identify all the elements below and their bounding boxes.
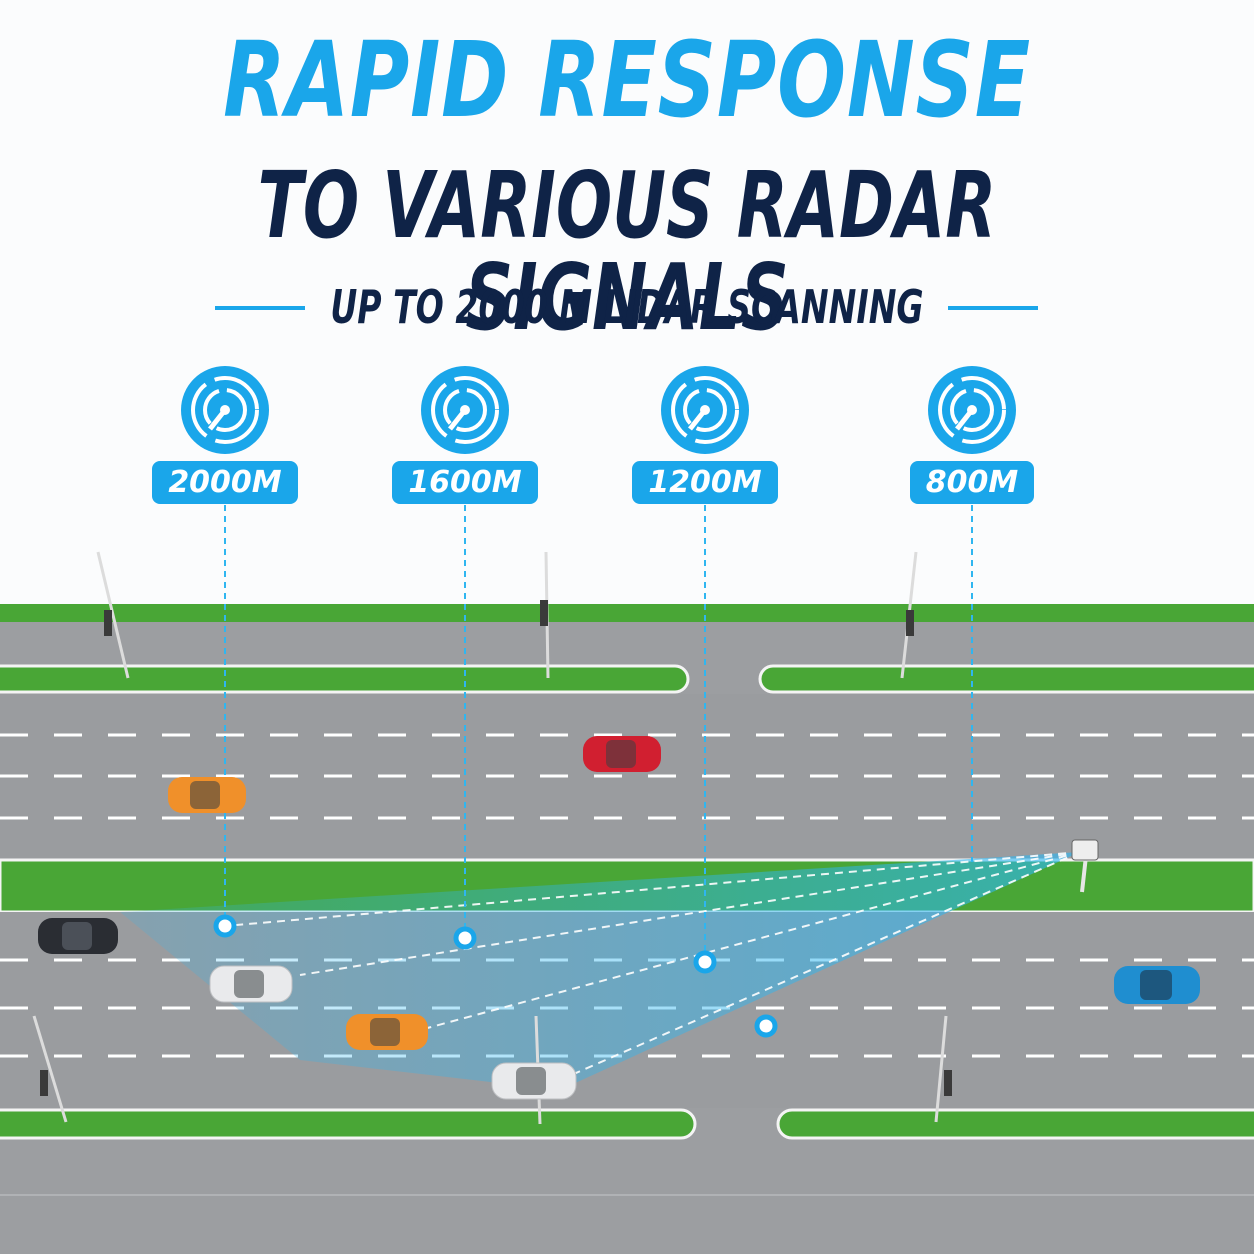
median-bottom-left xyxy=(0,1108,697,1140)
car-white-1 xyxy=(209,965,293,1003)
sign-post xyxy=(32,1015,68,1123)
radar-icon xyxy=(181,366,269,454)
car-blue xyxy=(1114,966,1200,1004)
tagline: UP TO 2000 M LIDAR SCANNING xyxy=(330,280,924,334)
tagline-row: UP TO 2000 M LIDAR SCANNING xyxy=(0,282,1254,332)
range-marker-1600: 1600M xyxy=(365,365,565,504)
range-point-1200 xyxy=(693,950,717,974)
car-orange-lower xyxy=(346,1014,428,1050)
range-point-1600 xyxy=(453,926,477,950)
range-point-extra xyxy=(754,1014,778,1038)
sign-post xyxy=(934,1015,948,1123)
median-top-left xyxy=(0,664,690,694)
car-orange-upper xyxy=(168,777,246,813)
tagline-right-rule xyxy=(948,306,1038,310)
range-label: 1200M xyxy=(632,461,778,504)
tagline-left-rule xyxy=(215,306,305,310)
range-marker-1200: 1200M xyxy=(605,365,805,504)
headline: RAPID RESPONSE xyxy=(223,19,1031,141)
median-top-right xyxy=(758,664,1254,694)
speed-camera xyxy=(1071,839,1099,893)
range-label: 2000M xyxy=(152,461,298,504)
car-white-2 xyxy=(491,1062,577,1100)
car-black xyxy=(38,918,118,954)
radar-icon xyxy=(928,366,1016,454)
service-road-top xyxy=(0,622,1254,664)
radar-icon xyxy=(421,366,509,454)
sign-post xyxy=(96,551,130,679)
range-marker-800: 800M xyxy=(872,365,1072,504)
range-label: 1600M xyxy=(392,461,538,504)
car-red xyxy=(583,736,661,772)
grass-strip-top xyxy=(0,604,1254,622)
range-point-2000 xyxy=(213,914,237,938)
range-marker-2000: 2000M xyxy=(125,365,325,504)
radar-icon xyxy=(661,366,749,454)
range-label: 800M xyxy=(909,461,1035,504)
headline-secondary: TO VARIOUS RADAR SIGNALS xyxy=(257,152,997,351)
median-bottom-right xyxy=(776,1108,1254,1140)
